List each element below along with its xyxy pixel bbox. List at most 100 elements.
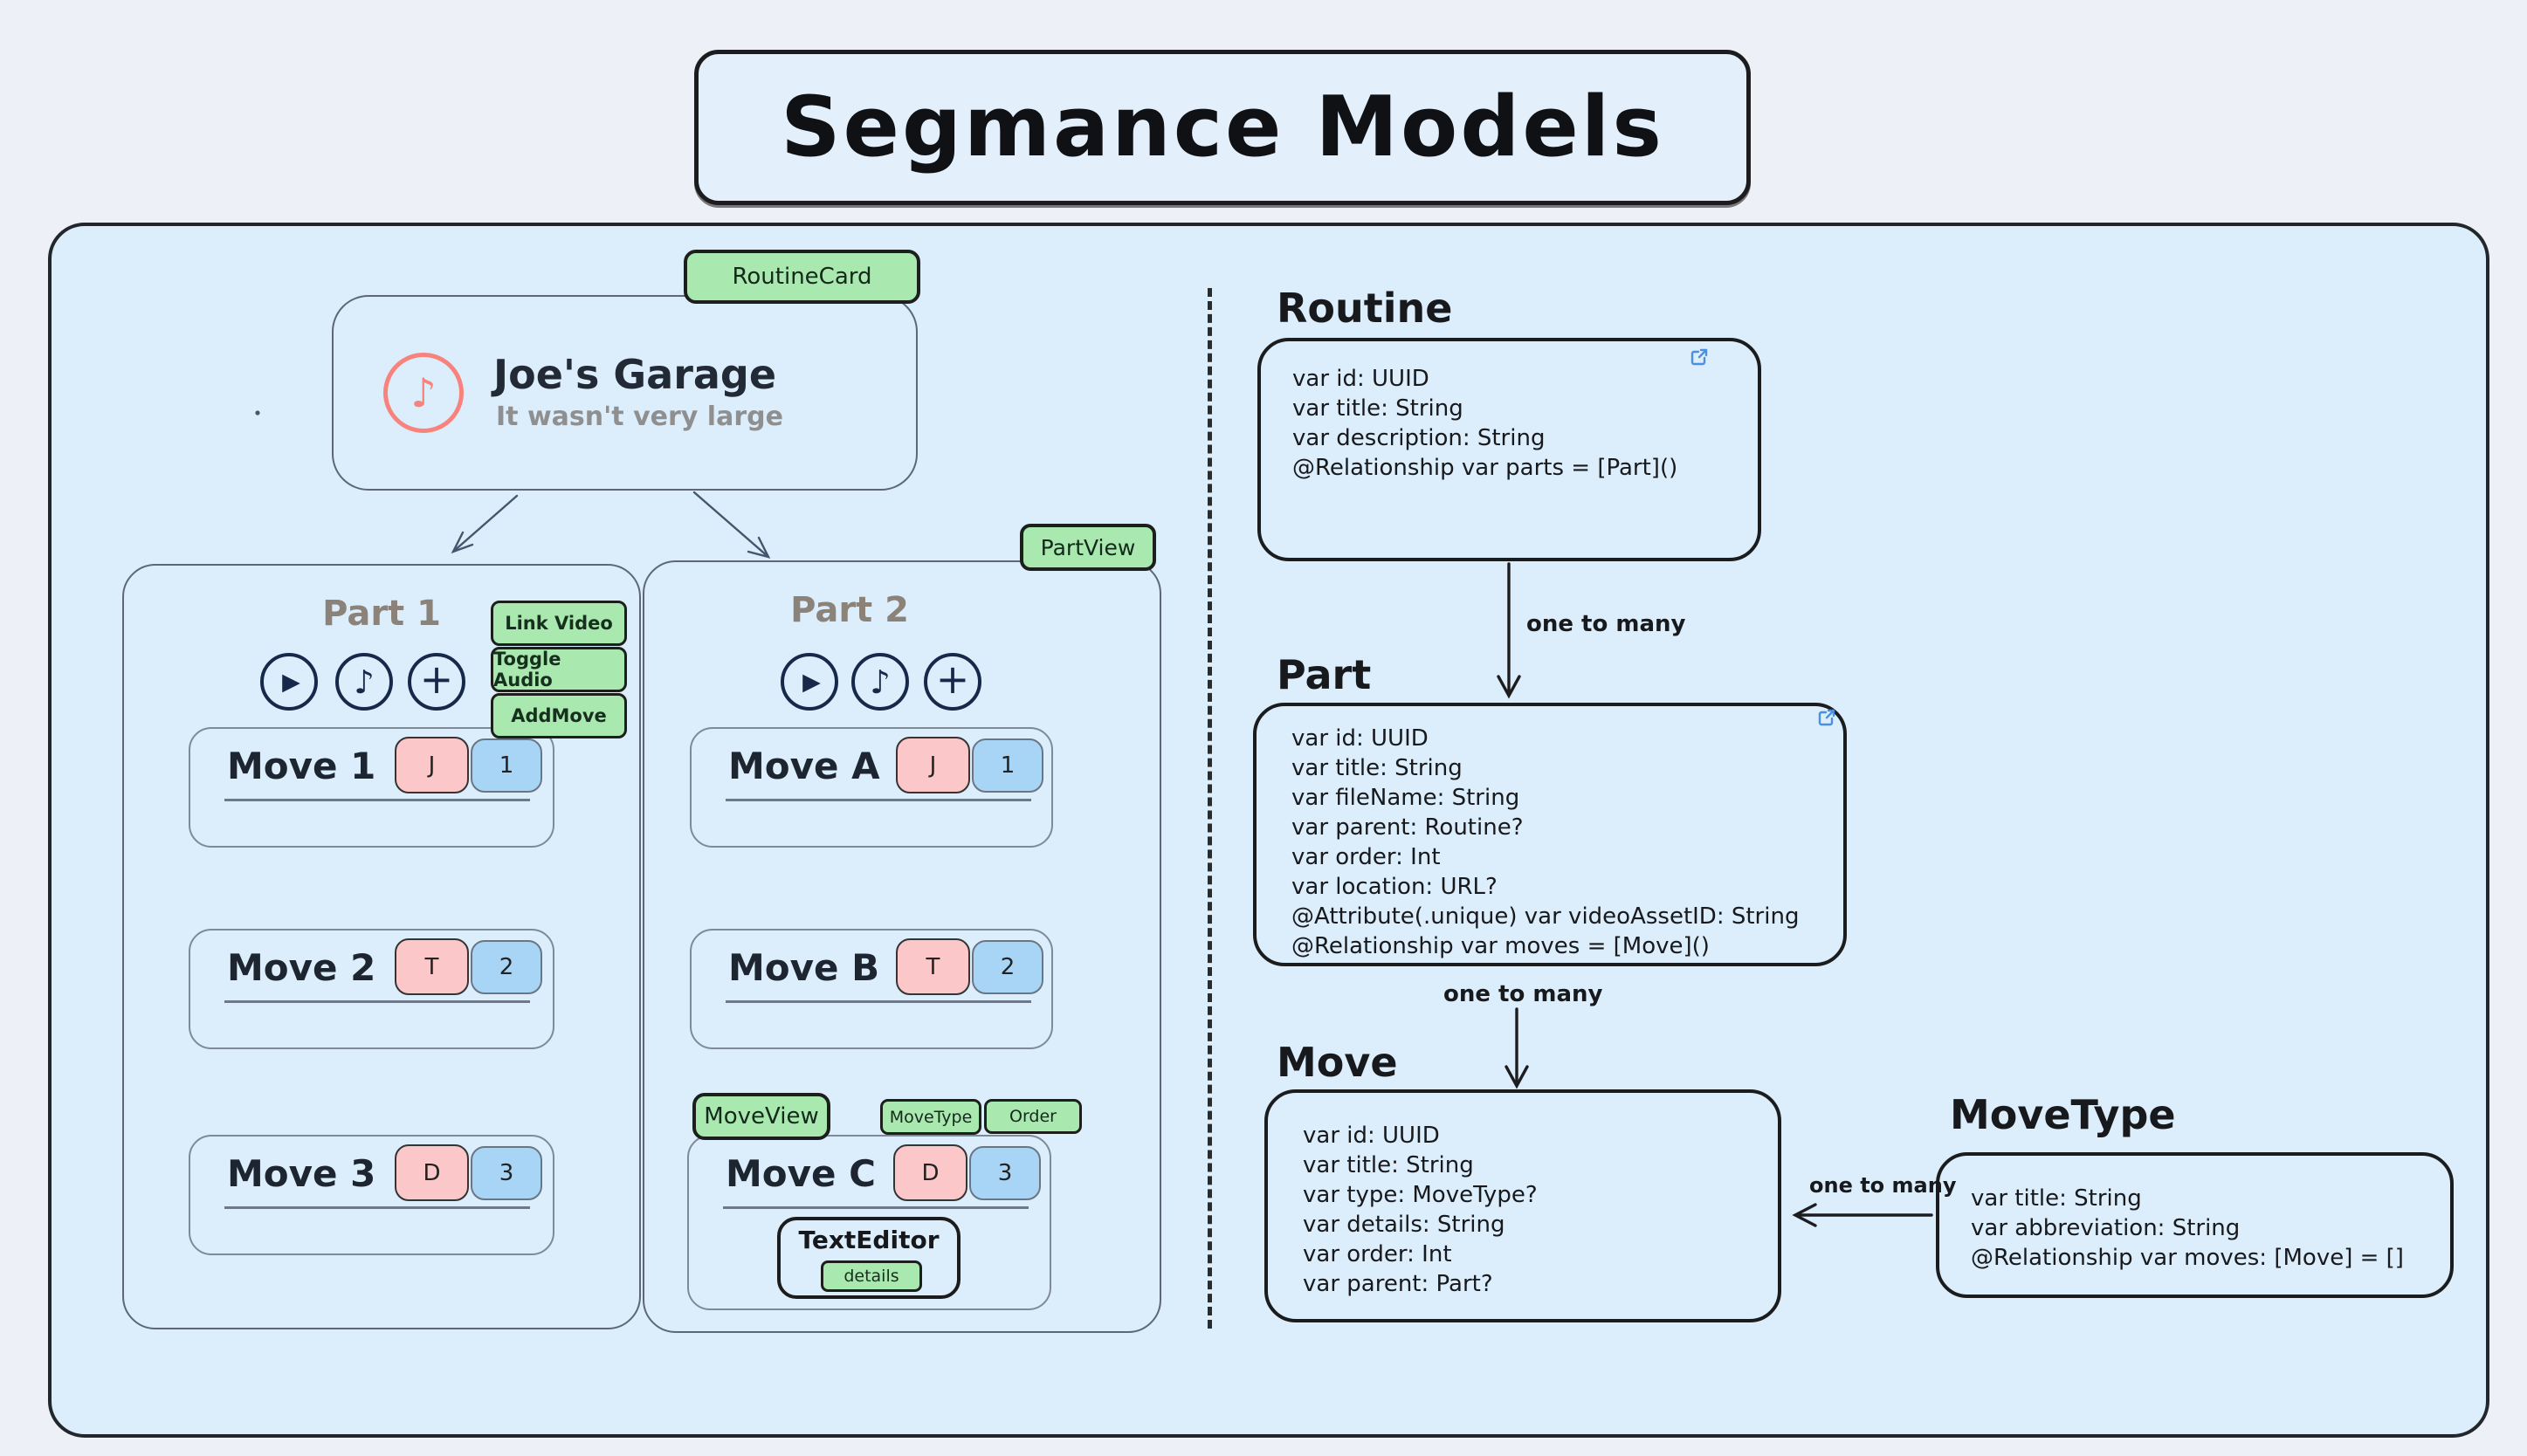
model-field: var description: String — [1292, 425, 1546, 451]
move-order-badge[interactable]: 3 — [969, 1146, 1041, 1200]
texteditor-title: TextEditor — [798, 1226, 940, 1254]
model-title-part: Part — [1277, 651, 1372, 698]
move-title: Move C — [726, 1152, 876, 1195]
routine-card-title: Joe's Garage — [493, 351, 777, 398]
move-title: Move 1 — [227, 745, 376, 787]
model-title-routine: Routine — [1277, 285, 1453, 332]
play-glyph: ▶ — [282, 668, 300, 696]
link-video-button[interactable]: Link Video — [491, 601, 627, 646]
moveview-tag: MoveView — [692, 1093, 830, 1140]
model-field: var parent: Part? — [1303, 1271, 1493, 1297]
music-note-icon[interactable]: ♪ — [335, 653, 393, 711]
part-title-1: Part 1 — [322, 594, 441, 634]
order-tag: Order — [984, 1099, 1082, 1134]
plus-icon[interactable]: + — [408, 653, 465, 711]
model-field: var id: UUID — [1292, 366, 1429, 392]
external-link-icon[interactable] — [1816, 707, 1837, 728]
part-panel-1: Part 1 — [122, 564, 641, 1329]
move-type-badge[interactable]: T — [395, 938, 469, 995]
model-field: var fileName: String — [1291, 785, 1520, 811]
move-underline — [723, 1206, 1029, 1209]
move-type-badge[interactable]: J — [896, 737, 970, 793]
relation-label-routine-part: one to many — [1526, 611, 1686, 637]
move-underline — [224, 1206, 530, 1209]
move-row[interactable]: Move C D 3 TextEditor details — [687, 1135, 1051, 1310]
part-title-2: Part 2 — [790, 590, 909, 630]
model-box-movetype: var title: String var abbreviation: Stri… — [1936, 1152, 2454, 1298]
section-divider — [1208, 288, 1212, 1329]
note-glyph: ♪ — [870, 663, 891, 701]
move-title: Move B — [728, 946, 880, 989]
move-type-badge[interactable]: D — [893, 1144, 967, 1201]
move-row[interactable]: Move B T 2 — [690, 929, 1053, 1049]
plus-glyph: + — [419, 656, 454, 703]
move-order-badge[interactable]: 1 — [471, 738, 542, 793]
page-title-box: Segmance Models — [694, 50, 1751, 205]
diagram-container — [48, 223, 2489, 1438]
move-order-badge[interactable]: 2 — [471, 940, 542, 994]
routine-card-tag: RoutineCard — [684, 250, 920, 304]
move-title: Move A — [728, 745, 880, 787]
plus-glyph: + — [935, 656, 970, 703]
model-field: var abbreviation: String — [1971, 1215, 2241, 1241]
move-underline — [726, 1000, 1031, 1003]
model-field: var id: UUID — [1303, 1123, 1440, 1149]
toggle-audio-button[interactable]: Toggle Audio — [491, 647, 627, 692]
move-title: Move 2 — [227, 946, 376, 989]
move-row[interactable]: Move A J 1 — [690, 727, 1053, 848]
move-type-badge[interactable]: D — [395, 1144, 469, 1201]
note-glyph: ♪ — [354, 663, 375, 701]
plus-icon[interactable]: + — [924, 653, 981, 711]
relation-label-part-move: one to many — [1443, 981, 1603, 1007]
music-note-icon: ♪ — [383, 353, 464, 433]
move-order-badge[interactable]: 1 — [972, 738, 1043, 793]
model-field: var order: Int — [1303, 1241, 1452, 1267]
routine-card-subtitle: It wasn't very large — [496, 402, 783, 432]
model-field: @Attribute(.unique) var videoAssetID: St… — [1291, 903, 1800, 930]
move-order-badge[interactable]: 2 — [972, 940, 1043, 994]
model-field: @Relationship var moves = [Move]() — [1291, 933, 1710, 959]
external-link-icon[interactable] — [1689, 347, 1710, 367]
texteditor-box[interactable]: TextEditor details — [777, 1217, 961, 1299]
add-move-button[interactable]: AddMove — [491, 693, 627, 738]
part-panel-2: Part 2 — [643, 560, 1161, 1333]
movetype-tag: MoveType — [880, 1099, 981, 1135]
routine-card[interactable]: ♪ Joe's Garage It wasn't very large — [332, 295, 918, 491]
move-underline — [726, 799, 1031, 801]
relation-label-movetype-move: one to many — [1809, 1173, 1957, 1198]
play-glyph: ▶ — [802, 668, 821, 696]
move-underline — [224, 799, 530, 801]
model-field: @Relationship var parts = [Part]() — [1292, 455, 1678, 481]
move-underline — [224, 1000, 530, 1003]
model-field: @Relationship var moves: [Move] = [] — [1971, 1245, 2404, 1271]
move-order-badge[interactable]: 3 — [471, 1146, 542, 1200]
model-title-move: Move — [1277, 1039, 1398, 1086]
move-row[interactable]: Move 2 T 2 — [189, 929, 554, 1049]
model-field: var type: MoveType? — [1303, 1182, 1538, 1208]
model-box-move: var id: UUID var title: String var type:… — [1264, 1089, 1781, 1322]
play-icon[interactable]: ▶ — [260, 653, 318, 711]
move-row[interactable]: Move 1 J 1 — [189, 727, 554, 848]
model-field: var details: String — [1303, 1212, 1505, 1238]
model-field: var title: String — [1292, 395, 1463, 422]
model-field: var location: URL? — [1291, 874, 1498, 900]
page-title: Segmance Models — [781, 79, 1664, 175]
partview-tag: PartView — [1020, 524, 1156, 571]
move-type-badge[interactable]: T — [896, 938, 970, 995]
model-field: var order: Int — [1291, 844, 1441, 870]
model-field: var id: UUID — [1291, 725, 1429, 752]
model-field: var parent: Routine? — [1291, 814, 1524, 841]
model-title-movetype: MoveType — [1950, 1091, 2176, 1138]
play-icon[interactable]: ▶ — [781, 653, 838, 711]
move-title: Move 3 — [227, 1152, 376, 1195]
music-note-glyph: ♪ — [410, 369, 437, 416]
model-box-part: var id: UUID var title: String var fileN… — [1253, 703, 1847, 966]
model-field: var title: String — [1291, 755, 1463, 781]
move-type-badge[interactable]: J — [395, 737, 469, 793]
move-row[interactable]: Move 3 D 3 — [189, 1135, 554, 1255]
details-button[interactable]: details — [821, 1260, 922, 1292]
model-field: var title: String — [1303, 1152, 1474, 1178]
model-box-routine: var id: UUID var title: String var descr… — [1257, 338, 1761, 561]
music-note-icon[interactable]: ♪ — [851, 653, 909, 711]
